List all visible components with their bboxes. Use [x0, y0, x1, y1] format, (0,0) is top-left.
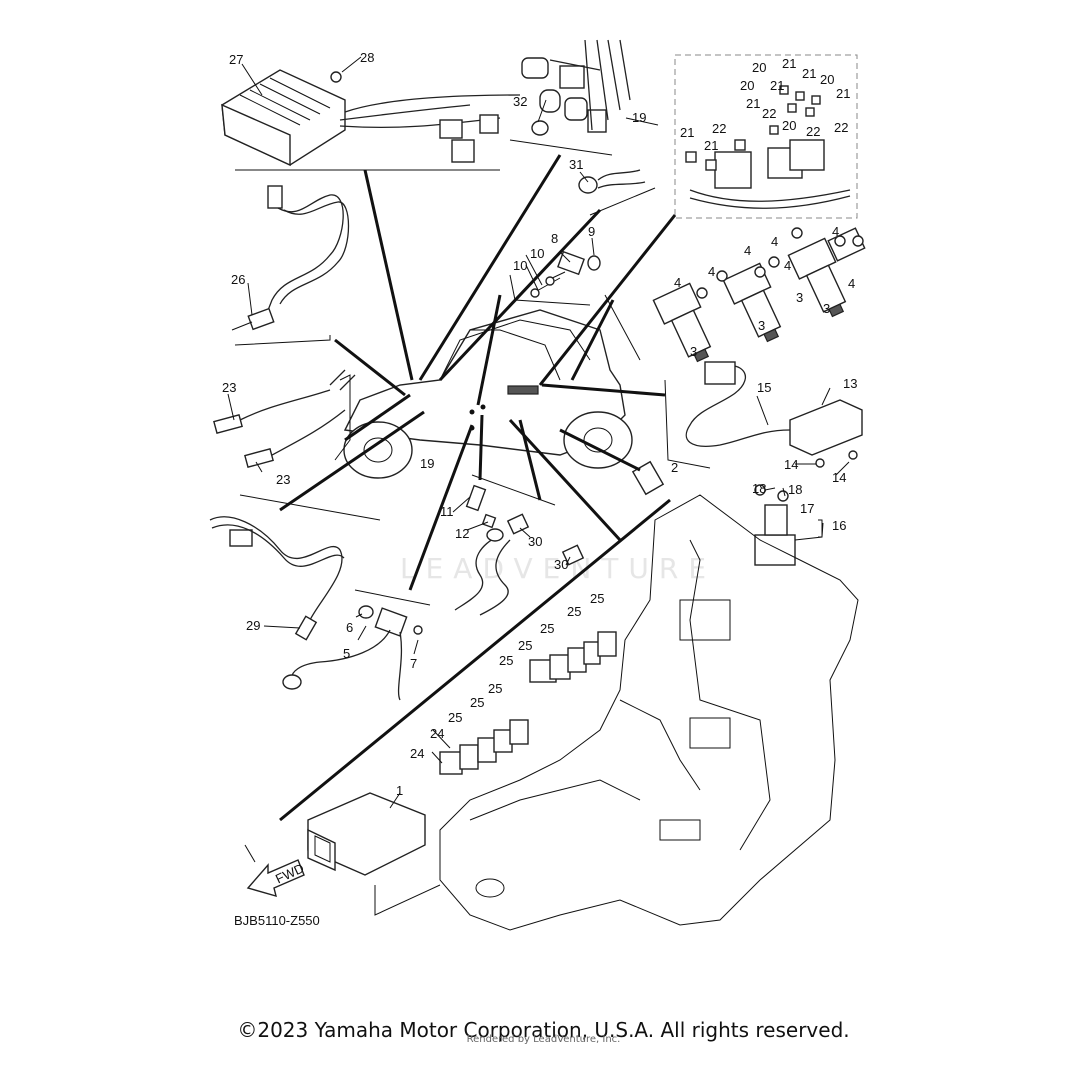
fwd-arrow-icon: [246, 859, 305, 898]
callout-28: 28: [360, 50, 374, 65]
part-spark-plug-11[interactable]: [465, 484, 497, 529]
callout-23: 23: [276, 472, 290, 487]
callout-20: 20: [740, 78, 754, 93]
callout-21: 21: [802, 66, 816, 81]
callout-30: 30: [528, 534, 542, 549]
callout-21: 21: [836, 86, 850, 101]
callout-21: 21: [704, 138, 718, 153]
callout-25: 25: [488, 681, 502, 696]
callout-26: 26: [231, 272, 245, 287]
callout-19: 19: [420, 456, 434, 471]
callout-15: 15: [757, 380, 771, 395]
callout-25: 25: [499, 653, 513, 668]
watermark-text: LEADVENTURE: [400, 552, 717, 585]
part-wire-harness-26[interactable]: [231, 185, 350, 331]
callout-10: 10: [513, 258, 527, 273]
part-vehicle-frame: [439, 494, 859, 931]
callout-21: 21: [746, 96, 760, 111]
callout-22: 22: [762, 106, 776, 121]
part-regulator-13[interactable]: [685, 361, 863, 468]
relay-group-frame: [674, 54, 858, 219]
fwd-label: FWD: [273, 860, 306, 886]
part-vehicle-outline: [343, 309, 633, 479]
callout-4: 4: [848, 276, 855, 291]
part-sensor-2[interactable]: [631, 460, 665, 496]
part-control-module[interactable]: [221, 69, 521, 167]
callout-25: 25: [590, 591, 604, 606]
callout-4: 4: [784, 258, 791, 273]
callout-8: 8: [551, 231, 558, 246]
pointer-lines: [227, 56, 850, 809]
callout-3: 3: [796, 290, 803, 305]
callout-27: 27: [229, 52, 243, 67]
callout-9: 9: [588, 224, 595, 239]
callout-21: 21: [782, 56, 796, 71]
callout-4: 4: [771, 234, 778, 249]
callout-14: 14: [784, 457, 798, 472]
callout-16: 16: [832, 518, 846, 533]
callout-2: 2: [671, 460, 678, 475]
callout-25: 25: [567, 604, 581, 619]
callout-7: 7: [410, 656, 417, 671]
copyright-text: ©2023 Yamaha Motor Corporation, U.S.A. A…: [237, 1018, 850, 1042]
callout-32: 32: [513, 94, 527, 109]
callout-5: 5: [343, 646, 350, 661]
callout-20: 20: [752, 60, 766, 75]
callout-21: 21: [680, 125, 694, 140]
callout-22: 22: [834, 120, 848, 135]
callout-24: 24: [430, 726, 444, 741]
callout-13: 13: [843, 376, 857, 391]
callout-22: 22: [712, 121, 726, 136]
callout-3: 3: [823, 301, 830, 316]
part-sensor-8[interactable]: [530, 250, 601, 298]
callout-10: 10: [530, 246, 544, 261]
callout-29: 29: [246, 618, 260, 633]
callout-12: 12: [455, 526, 469, 541]
callout-20: 20: [820, 72, 834, 87]
part-connector-group[interactable]: [521, 39, 631, 136]
callout-4: 4: [832, 224, 839, 239]
part-relays-25[interactable]: [439, 631, 617, 775]
leader-lines: [234, 139, 711, 916]
callout-20: 20: [782, 118, 796, 133]
callout-22: 22: [806, 124, 820, 139]
part-starter-relay-16[interactable]: [754, 484, 796, 566]
callout-6: 6: [346, 620, 353, 635]
callout-19: 19: [632, 110, 646, 125]
callout-25: 25: [470, 695, 484, 710]
callout-25: 25: [518, 638, 532, 653]
callout-3: 3: [758, 318, 765, 333]
callout-4: 4: [744, 243, 751, 258]
callout-25: 25: [540, 621, 554, 636]
part-sensor-5[interactable]: [282, 605, 423, 701]
renderer-text: Rendered by LeadVenture, Inc.: [466, 1034, 621, 1045]
callout-23: 23: [222, 380, 236, 395]
callout-25: 25: [448, 710, 462, 725]
callout-3: 3: [690, 344, 697, 359]
part-ecu-1[interactable]: [307, 792, 426, 876]
part-connectors-23[interactable]: [213, 369, 356, 469]
callout-numbers: 27 28 32 19 20 21 21 20 21 20 21 21 22 2…: [222, 50, 857, 928]
callout-1: 1: [396, 783, 403, 798]
part-relay-fuse-group[interactable]: [685, 85, 851, 209]
part-harness-29[interactable]: [209, 516, 345, 641]
part-sensor-31[interactable]: [578, 169, 646, 194]
callout-24: 24: [410, 746, 424, 761]
callout-17: 17: [800, 501, 814, 516]
callout-18: 18: [788, 482, 802, 497]
callout-11: 11: [440, 504, 454, 519]
callout-30: 30: [554, 557, 568, 572]
callout-14: 14: [832, 470, 846, 485]
callout-18: 18: [752, 481, 766, 496]
part-ignition-coils[interactable]: [652, 227, 866, 367]
callout-4: 4: [708, 264, 715, 279]
callout-4: 4: [674, 275, 681, 290]
part-sensors-30[interactable]: [454, 513, 585, 616]
callout-31: 31: [569, 157, 583, 172]
diagram-code: BJB5110-Z550: [234, 913, 320, 928]
callout-21: 21: [770, 78, 784, 93]
